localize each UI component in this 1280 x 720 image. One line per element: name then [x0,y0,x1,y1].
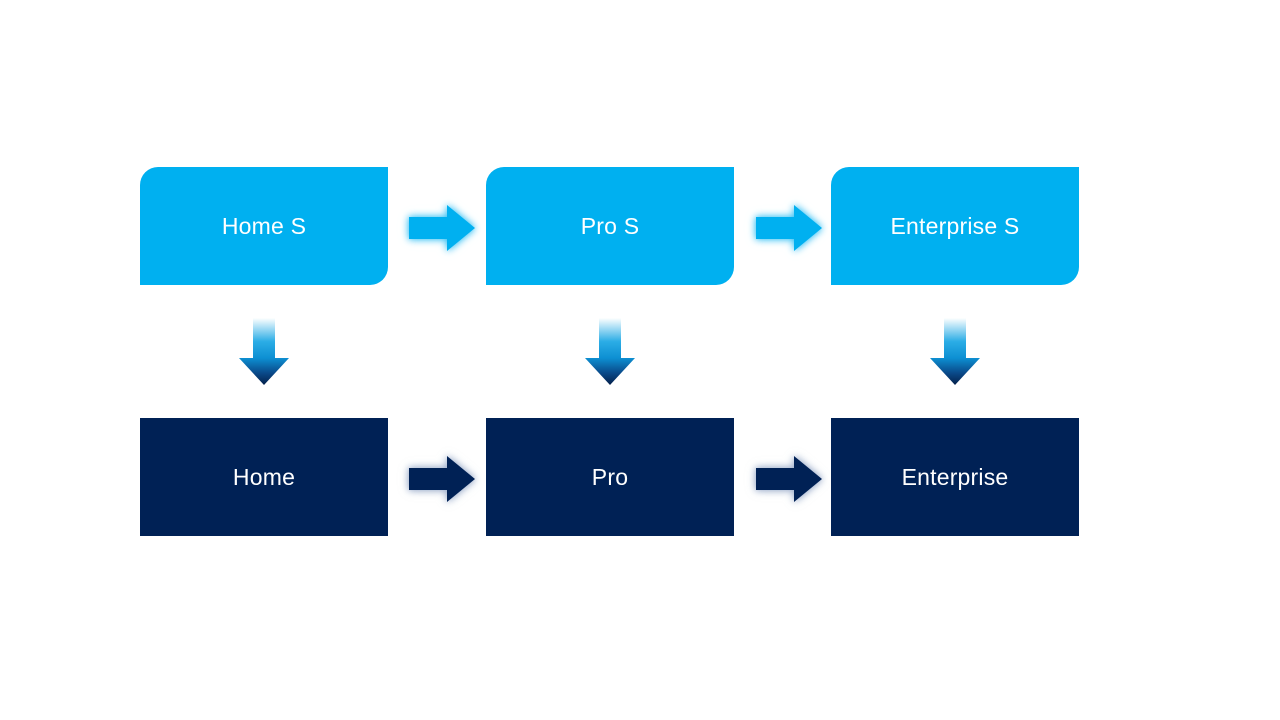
right-arrow-icon [409,456,475,502]
box-enterprise: Enterprise [831,418,1079,536]
box-label: Enterprise S [890,212,1020,239]
box-label: Home S [221,212,307,239]
box-label: Enterprise [901,463,1009,490]
right-arrow-icon [756,205,822,251]
box-enterprise-s: Enterprise S [831,167,1079,285]
box-label: Pro S [580,212,640,239]
right-arrow-icon [409,205,475,251]
box-label: Pro [591,463,629,490]
down-arrow-icon [585,318,635,385]
box-home-s: Home S [140,167,388,285]
box-home: Home [140,418,388,536]
down-arrow-icon [930,318,980,385]
box-pro: Pro [486,418,734,536]
box-pro-s: Pro S [486,167,734,285]
box-label: Home [232,463,296,490]
down-arrow-icon [239,318,289,385]
right-arrow-icon [756,456,822,502]
